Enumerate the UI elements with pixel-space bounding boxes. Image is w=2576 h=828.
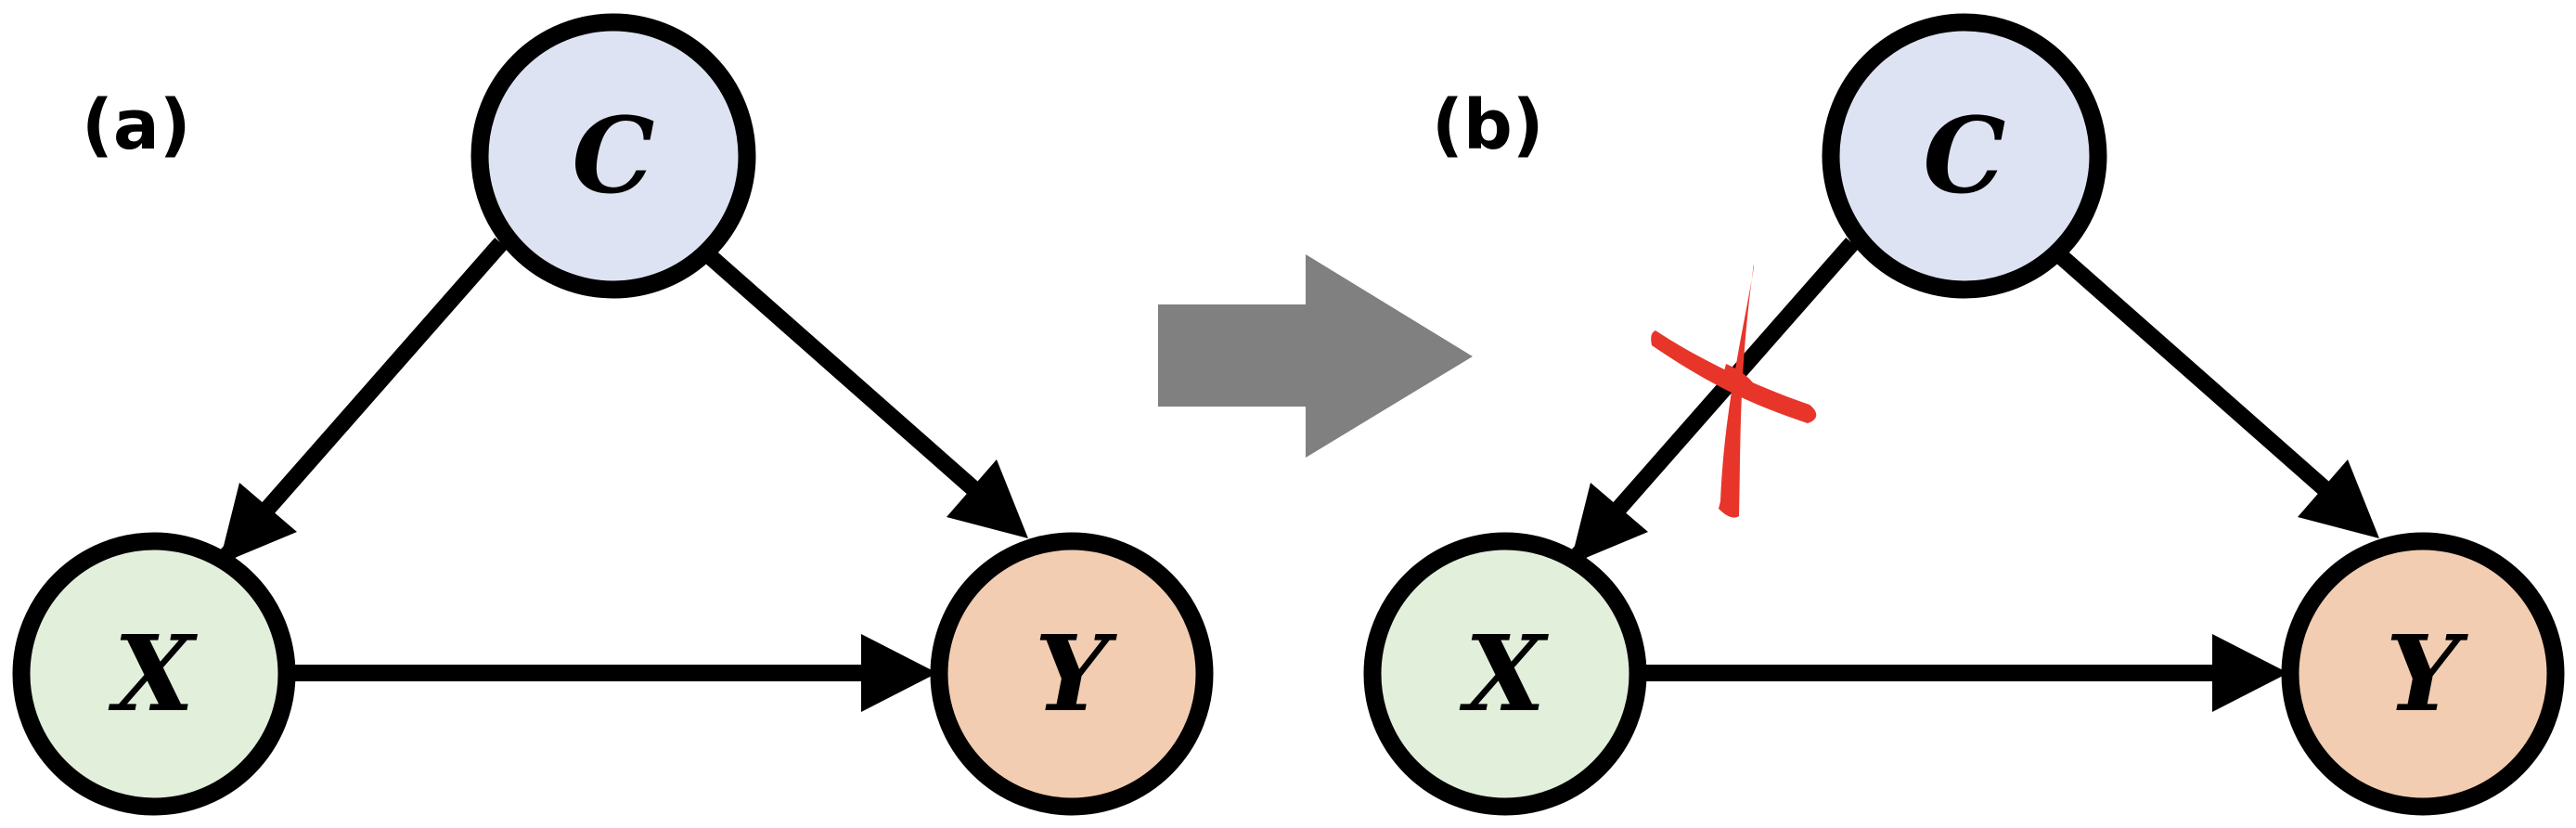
panel-a: (a) C X Y: [12, 13, 1214, 816]
panel-b-node-c: C: [1822, 13, 2107, 299]
panel-b-edges: [1567, 238, 2379, 712]
node-x-circle: [1363, 532, 1647, 816]
node-y-label: Y: [2386, 614, 2468, 735]
node-c-circle: [1822, 13, 2107, 299]
edge-c-to-y: [698, 244, 1006, 519]
node-x-label: X: [109, 614, 199, 735]
edge-x-to-y-arrowhead: [861, 634, 937, 712]
node-c-label: C: [1923, 96, 2005, 217]
right-arrow-icon: [1158, 254, 1473, 458]
panel-b: (b) C X Y: [1363, 13, 2565, 816]
edge-c-to-y-arrowhead: [2298, 459, 2379, 538]
panel-a-node-y: Y: [930, 532, 1214, 816]
panel-a-edges: [216, 238, 1028, 712]
edge-c-to-x-arrowhead: [219, 483, 297, 564]
edge-c-to-x-arrowhead: [1570, 483, 1648, 564]
panel-b-node-x: X: [1363, 532, 1647, 816]
edge-x-to-y-arrowhead: [2212, 634, 2288, 712]
node-y-label: Y: [1035, 614, 1117, 735]
cross-mark-icon: [1651, 264, 1817, 518]
panel-a-node-c: C: [470, 13, 756, 299]
node-x-label: X: [1460, 614, 1550, 735]
panel-b-node-y: Y: [2281, 532, 2565, 816]
node-c-label: C: [572, 96, 654, 217]
node-y-circle: [930, 532, 1214, 816]
panel-b-label: (b): [1432, 85, 1544, 165]
node-y-circle: [2281, 532, 2565, 816]
panel-a-node-x: X: [12, 532, 296, 816]
edge-c-to-x: [216, 238, 508, 565]
cross-mark-joint: [1722, 364, 1761, 400]
panel-a-label: (a): [82, 85, 191, 165]
edge-c-to-y-arrowhead: [947, 459, 1028, 538]
edge-c-to-x: [1567, 238, 1859, 565]
node-x-circle: [12, 532, 296, 816]
node-c-circle: [470, 13, 756, 299]
transition-arrow-shape: [1158, 254, 1473, 458]
edge-c-to-y: [2049, 244, 2357, 519]
